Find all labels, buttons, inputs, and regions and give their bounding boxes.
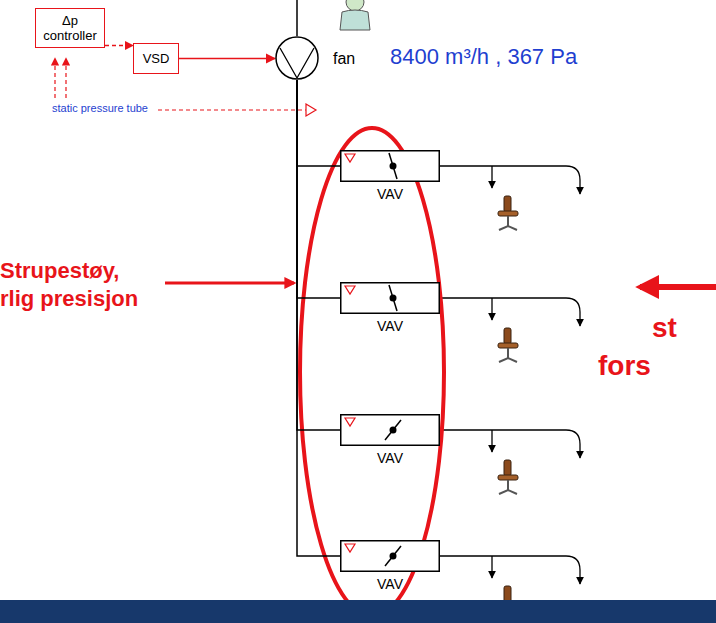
- vsd-box: VSD: [133, 43, 179, 74]
- connector: [179, 58, 275, 60]
- office-chairs: [498, 196, 518, 620]
- callout-text: Strupestøy,: [0, 258, 119, 284]
- connector: [297, 80, 340, 430]
- vav-damper-symbol: [340, 282, 440, 314]
- fan-label: fan: [333, 50, 355, 68]
- vav-damper-symbol: [340, 414, 440, 446]
- connector: [105, 45, 133, 46]
- vav-damper-symbol: [340, 540, 440, 572]
- highlight-ellipse: [300, 128, 444, 616]
- vav-label: VAV: [340, 318, 440, 334]
- connector: [297, 80, 340, 166]
- person-icon: [340, 0, 370, 30]
- vav-box: VAV: [340, 282, 440, 314]
- vav-label: VAV: [340, 186, 440, 202]
- fan-outline: [275, 36, 319, 80]
- vav-damper-symbol: [340, 150, 440, 182]
- callout-text: fors: [598, 350, 651, 382]
- vav-box: VAV: [340, 150, 440, 182]
- fan-symbol: fan: [275, 36, 319, 80]
- box-label: Δp controller: [40, 13, 100, 43]
- vav-box: VAV: [340, 540, 440, 572]
- footer-band: [0, 600, 716, 623]
- connector: [297, 80, 340, 556]
- callout-arrow: [165, 282, 294, 285]
- vav-label: VAV: [340, 576, 440, 592]
- air-outlets: [440, 166, 580, 584]
- fan-rating: 8400 m³/h , 367 Pa: [390, 44, 577, 70]
- callout-arrow: [640, 284, 716, 290]
- callout-text: st: [652, 312, 677, 344]
- callout-text: rlig presisjon: [0, 286, 138, 312]
- supply-duct: [296, 0, 298, 36]
- connector: [297, 80, 340, 298]
- tube-label: static pressure tube: [52, 102, 148, 114]
- controller-box: Δp controller: [35, 8, 105, 48]
- box-label: VSD: [138, 51, 174, 66]
- vav-label: VAV: [340, 450, 440, 466]
- vav-box: VAV: [340, 414, 440, 446]
